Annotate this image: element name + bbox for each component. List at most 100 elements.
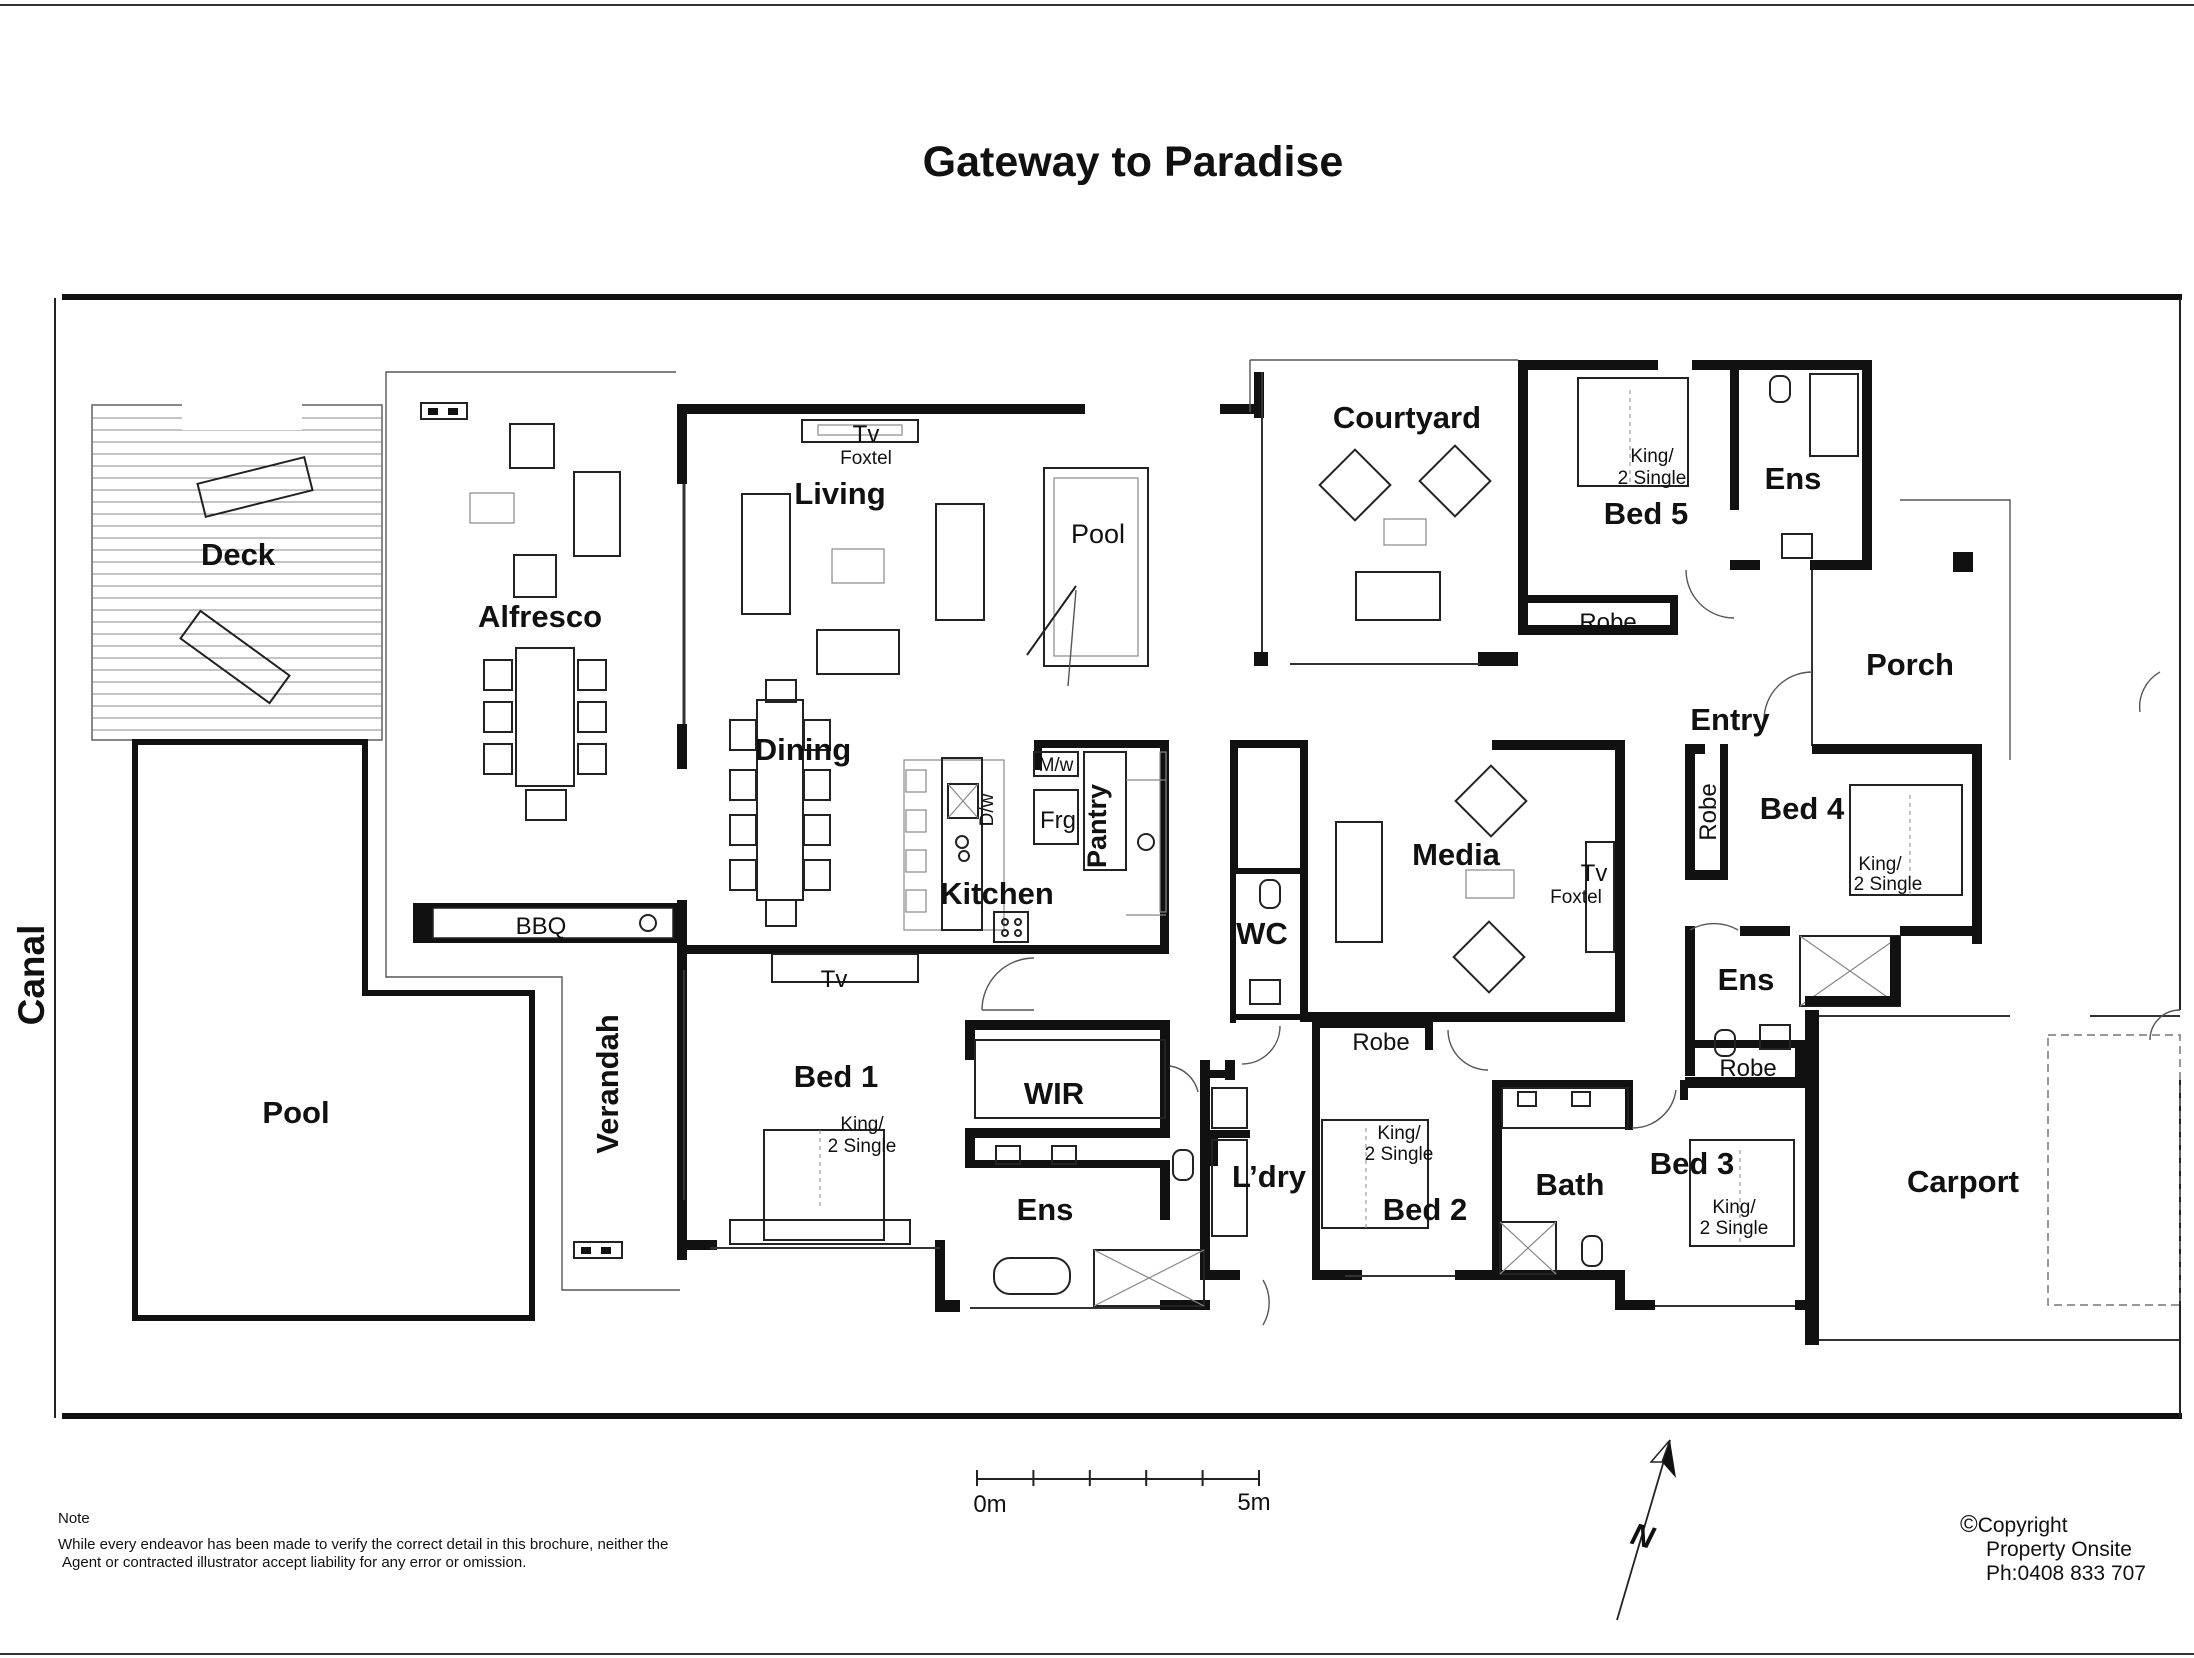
copyright-line-1: Copyright bbox=[1977, 1514, 2068, 1537]
stool bbox=[905, 809, 927, 833]
fridge-label: Frg bbox=[1040, 807, 1076, 834]
chair bbox=[483, 701, 513, 733]
media-foxtel-label: Foxtel bbox=[1550, 887, 1602, 908]
dishwasher-label: D/w bbox=[977, 793, 998, 826]
ens4-label: Ens bbox=[1718, 962, 1775, 997]
chair bbox=[729, 769, 757, 801]
ens5-label: Ens bbox=[1765, 461, 1822, 496]
note-line-2: Agent or contracted illustrator accept l… bbox=[62, 1554, 527, 1571]
courtyard-label: Courtyard bbox=[1333, 400, 1481, 435]
chair bbox=[729, 719, 757, 751]
chair bbox=[803, 769, 831, 801]
media-area: Media Tv Foxtel WC bbox=[1236, 764, 1615, 1005]
pool-table-label: Pool bbox=[1071, 519, 1125, 549]
carport-label: Carport bbox=[1907, 1164, 2019, 1199]
bed3-bed-line1: King/ bbox=[1712, 1197, 1756, 1218]
scale-start-label: 0m bbox=[973, 1491, 1006, 1518]
chair bbox=[803, 859, 831, 891]
stool bbox=[905, 849, 927, 873]
wir-label: WIR bbox=[1024, 1076, 1084, 1111]
deck: Deck bbox=[91, 396, 383, 741]
bed4-bed-line1: King/ bbox=[1858, 854, 1902, 875]
robe2-label: Robe bbox=[1352, 1029, 1409, 1056]
bed2-label: Bed 2 bbox=[1383, 1192, 1467, 1227]
ens1-label: Ens bbox=[1017, 1192, 1074, 1227]
chair bbox=[803, 814, 831, 846]
bed1-area: Tv Bed 1 King/ 2 Single WIR Ens bbox=[729, 953, 1205, 1307]
pool-label: Pool bbox=[262, 1095, 329, 1130]
chair bbox=[483, 659, 513, 691]
chair bbox=[577, 659, 607, 691]
bed1-bed-line2: 2 Single bbox=[828, 1136, 897, 1157]
dining-kitchen: Dining Kitchen D/w M/w Frg Pantry bbox=[729, 679, 1167, 943]
kitchen-label: Kitchen bbox=[940, 876, 1054, 911]
bed3-label: Bed 3 bbox=[1650, 1146, 1734, 1181]
bed5-area: Bed 5 King/ 2 Single Robe Ens bbox=[1577, 373, 1859, 636]
bed4-area: Bed 4 King/ 2 Single Robe Ens Robe bbox=[1695, 783, 1963, 1082]
chair bbox=[729, 859, 757, 891]
courtyard-furniture: Courtyard bbox=[1318, 400, 1492, 621]
bed5-bed-line1: King/ bbox=[1630, 446, 1674, 467]
bed4-bed-line2: 2 Single bbox=[1854, 874, 1923, 895]
bed3-bed-line2: 2 Single bbox=[1700, 1218, 1769, 1239]
bed3-area: Bed 3 King/ 2 Single bbox=[1650, 1139, 1795, 1247]
chair bbox=[483, 743, 513, 775]
chair bbox=[765, 899, 797, 927]
media-tv-label: Tv bbox=[1581, 860, 1608, 887]
disclaimer-note: Note While every endeavor has been made … bbox=[58, 1510, 668, 1572]
copyright-block: ©Copyright Property Onsite Ph:0408 833 7… bbox=[1960, 1513, 2146, 1586]
door-swings bbox=[981, 569, 2181, 1326]
north-label: N bbox=[1627, 1516, 1658, 1556]
scale-bar: 0m 5m bbox=[973, 1470, 1271, 1518]
bed1-label: Bed 1 bbox=[794, 1059, 878, 1094]
north-arrow-icon: N bbox=[1616, 1439, 1676, 1621]
chair bbox=[577, 743, 607, 775]
copyright-icon: © bbox=[1960, 1511, 1978, 1538]
dining-label: Dining bbox=[755, 732, 851, 767]
wc-label: WC bbox=[1236, 916, 1288, 951]
bed5-bed-line2: 2 Single bbox=[1618, 468, 1687, 489]
house-walls bbox=[677, 359, 2181, 1345]
robe5-label: Robe bbox=[1579, 609, 1636, 636]
chair bbox=[729, 814, 757, 846]
laundry-bed2-bath: L’dry Robe Bed 2 King/ 2 Single Bath bbox=[1232, 1029, 1629, 1275]
pantry-label: Pantry bbox=[1082, 784, 1112, 868]
bed2-bed-line1: King/ bbox=[1377, 1123, 1421, 1144]
stool bbox=[905, 769, 927, 793]
living-label: Living bbox=[794, 476, 885, 511]
scale-end-label: 5m bbox=[1237, 1489, 1270, 1516]
bed5-label: Bed 5 bbox=[1604, 496, 1688, 531]
bath-label: Bath bbox=[1536, 1167, 1605, 1202]
chair bbox=[577, 701, 607, 733]
bed1-tv-label: Tv bbox=[821, 966, 848, 993]
microwave-label: M/w bbox=[1039, 755, 1074, 776]
deck-label: Deck bbox=[201, 537, 276, 572]
stool bbox=[905, 889, 927, 913]
porch-label: Porch bbox=[1866, 647, 1954, 682]
note-line-1: While every endeavor has been made to ve… bbox=[58, 1536, 669, 1553]
alfresco-label: Alfresco bbox=[478, 599, 602, 634]
plan-title: Gateway to Paradise bbox=[923, 138, 1344, 186]
living-tv-label: Tv bbox=[853, 421, 880, 448]
outdoor-pool: Pool bbox=[132, 739, 535, 1321]
laundry-label: L’dry bbox=[1232, 1159, 1307, 1194]
robe4-label: Robe bbox=[1695, 783, 1722, 840]
bed4-label: Bed 4 bbox=[1760, 791, 1845, 826]
media-label: Media bbox=[1412, 837, 1501, 872]
chair bbox=[765, 679, 797, 703]
copyright-line-3: Ph:0408 833 707 bbox=[1986, 1562, 2146, 1585]
robe3-label: Robe bbox=[1719, 1055, 1776, 1082]
verandah: Verandah bbox=[573, 1014, 625, 1259]
canal-label: Canal bbox=[11, 925, 52, 1026]
bbq-label: BBQ bbox=[516, 913, 567, 940]
alfresco: Alfresco BBQ bbox=[385, 371, 683, 1291]
bed1-bed-line1: King/ bbox=[840, 1114, 884, 1135]
entry-label: Entry bbox=[1690, 702, 1770, 737]
copyright-line-2: Property Onsite bbox=[1986, 1538, 2132, 1561]
living-furniture: Tv Foxtel Living Pool bbox=[741, 419, 1149, 687]
verandah-label: Verandah bbox=[590, 1014, 625, 1154]
living-foxtel-label: Foxtel bbox=[840, 448, 892, 469]
bed2-bed-line2: 2 Single bbox=[1365, 1144, 1434, 1165]
chair bbox=[803, 719, 831, 751]
